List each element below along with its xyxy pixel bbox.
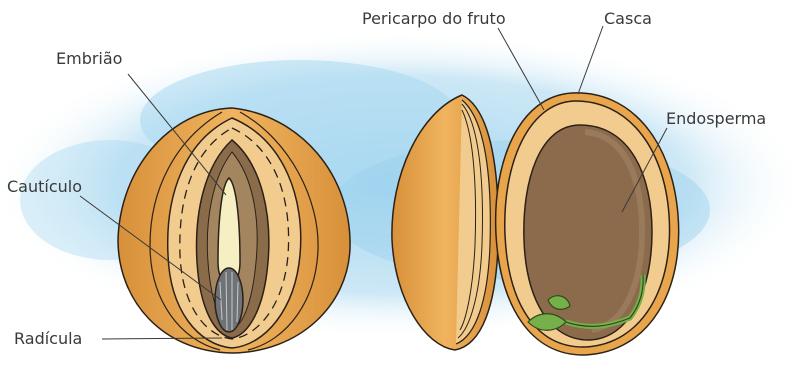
label-cauticulo: Cautículo <box>7 178 82 196</box>
radicle-shape <box>215 268 243 332</box>
label-pericarpo: Pericarpo do fruto <box>362 10 506 28</box>
endosperm-shape <box>524 125 652 340</box>
right-seed-half <box>496 93 679 355</box>
label-casca: Casca <box>604 10 652 28</box>
label-embriao: Embrião <box>56 50 122 68</box>
label-radicula: Radícula <box>14 330 82 348</box>
label-endosperma: Endosperma <box>666 110 766 128</box>
